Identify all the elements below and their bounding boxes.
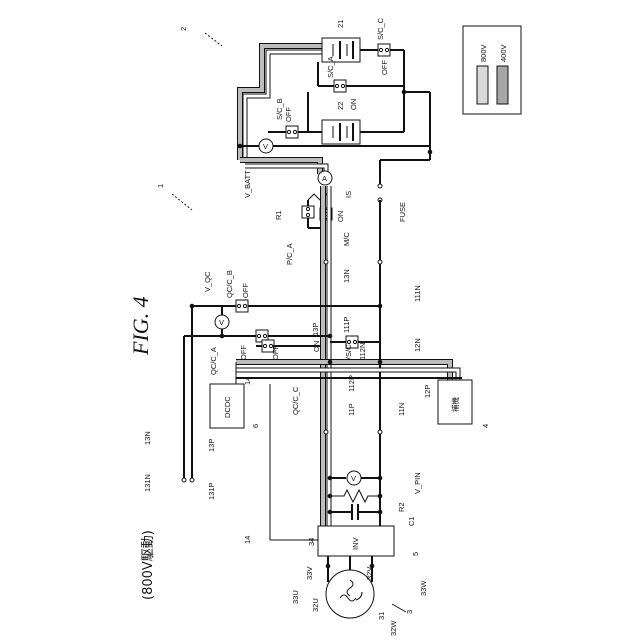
ref-6: 6 [251, 424, 260, 428]
label-off-scc: OFF [380, 60, 389, 75]
ref-labels: 2 1 [156, 27, 222, 210]
ammeter-is-symbol: A [322, 174, 327, 183]
label-112n: 112N [358, 343, 367, 360]
label-33w: 33W [419, 580, 428, 596]
label-131p: 131P [207, 482, 216, 500]
label-111p: 111P [342, 317, 351, 333]
voltmeter-v-batt-symbol: V [263, 142, 268, 151]
label-32w: 32W [389, 620, 398, 636]
label-31: 31 [377, 612, 386, 620]
label-on-mc: ON [336, 211, 345, 222]
resistor-r2 [330, 490, 380, 502]
ref-4: 4 [481, 424, 490, 428]
label-v-batt: V_BATT [243, 170, 252, 198]
label-qc-c-c: QC/C_C [291, 386, 300, 415]
ref-14b: 14 [243, 536, 252, 544]
label-on-sca: ON [349, 99, 358, 110]
label-111n: 111N [413, 285, 422, 302]
ref-21: 21 [336, 20, 345, 28]
label-v-qc: V_QC [203, 271, 212, 292]
drive-mode-label: (800V駆動) [141, 530, 156, 600]
legend-swatch-400v [497, 66, 508, 104]
label-13p: 13P [311, 323, 320, 336]
label-off-scb: OFF [284, 107, 293, 122]
inverter-label: INV [351, 537, 360, 550]
label-sc-b: S/C_B [275, 98, 284, 120]
ref-34: 34 [307, 538, 316, 546]
legend-label-800v: 800V [479, 44, 488, 62]
label-r2: R2 [397, 502, 406, 512]
legend: 800V 400V [463, 26, 521, 114]
label-off-qcca: OFF [239, 345, 248, 360]
label-sc-c: S/C_C [376, 17, 385, 40]
label-13n: 13N [342, 269, 351, 283]
label-qc-c-b: QC/C_B [225, 270, 234, 298]
label-off-qccb: OFF [241, 283, 250, 298]
legend-label-400v: 400V [499, 44, 508, 62]
voltmeter-v-pin-symbol: V [351, 474, 356, 483]
ref-5: 5 [411, 552, 420, 556]
battery-22 [322, 120, 360, 144]
label-11p: 11P [347, 403, 356, 416]
ref-14a: 14 [243, 377, 252, 385]
legend-swatch-800v [477, 66, 488, 104]
dcdc-label: DCDC [223, 396, 232, 418]
ref-22: 22 [336, 102, 345, 110]
ref-3: 3 [405, 610, 414, 614]
label-c1: C1 [407, 516, 416, 526]
label-12n: 12N [413, 338, 422, 352]
label-32u: 32U [311, 598, 320, 612]
label-fuse: FUSE [398, 202, 407, 222]
label-13p-qc: 13P [207, 439, 216, 452]
label-33u: 33U [291, 590, 300, 604]
label-12p: 12P [423, 385, 432, 398]
label-r1: R1 [274, 210, 283, 220]
auxiliary-label: 補機 [450, 397, 460, 412]
label-p-c-a: P/C_A [285, 243, 294, 265]
label-112p: 112P [347, 375, 356, 392]
label-is: IS [344, 191, 353, 198]
label-131n: 131N [143, 474, 152, 492]
label-sc-a: S/C_A [326, 56, 335, 78]
label-m-c: M/C [342, 232, 351, 246]
label-v-pin: V_PIN [413, 472, 422, 494]
label-13n-qc: 13N [143, 431, 152, 445]
figure-title: FIG. 4 [128, 296, 153, 356]
label-32v: 32V [365, 567, 374, 580]
label-33v: 33V [305, 567, 314, 580]
ref-2: 2 [179, 27, 188, 31]
label-off-qccc: OFF [271, 345, 280, 360]
label-11n: 11N [397, 403, 406, 416]
ref-1: 1 [156, 184, 165, 188]
label-qc-c-a: QC/C_A [209, 347, 218, 375]
voltmeter-v-qc-symbol: V [219, 318, 224, 327]
